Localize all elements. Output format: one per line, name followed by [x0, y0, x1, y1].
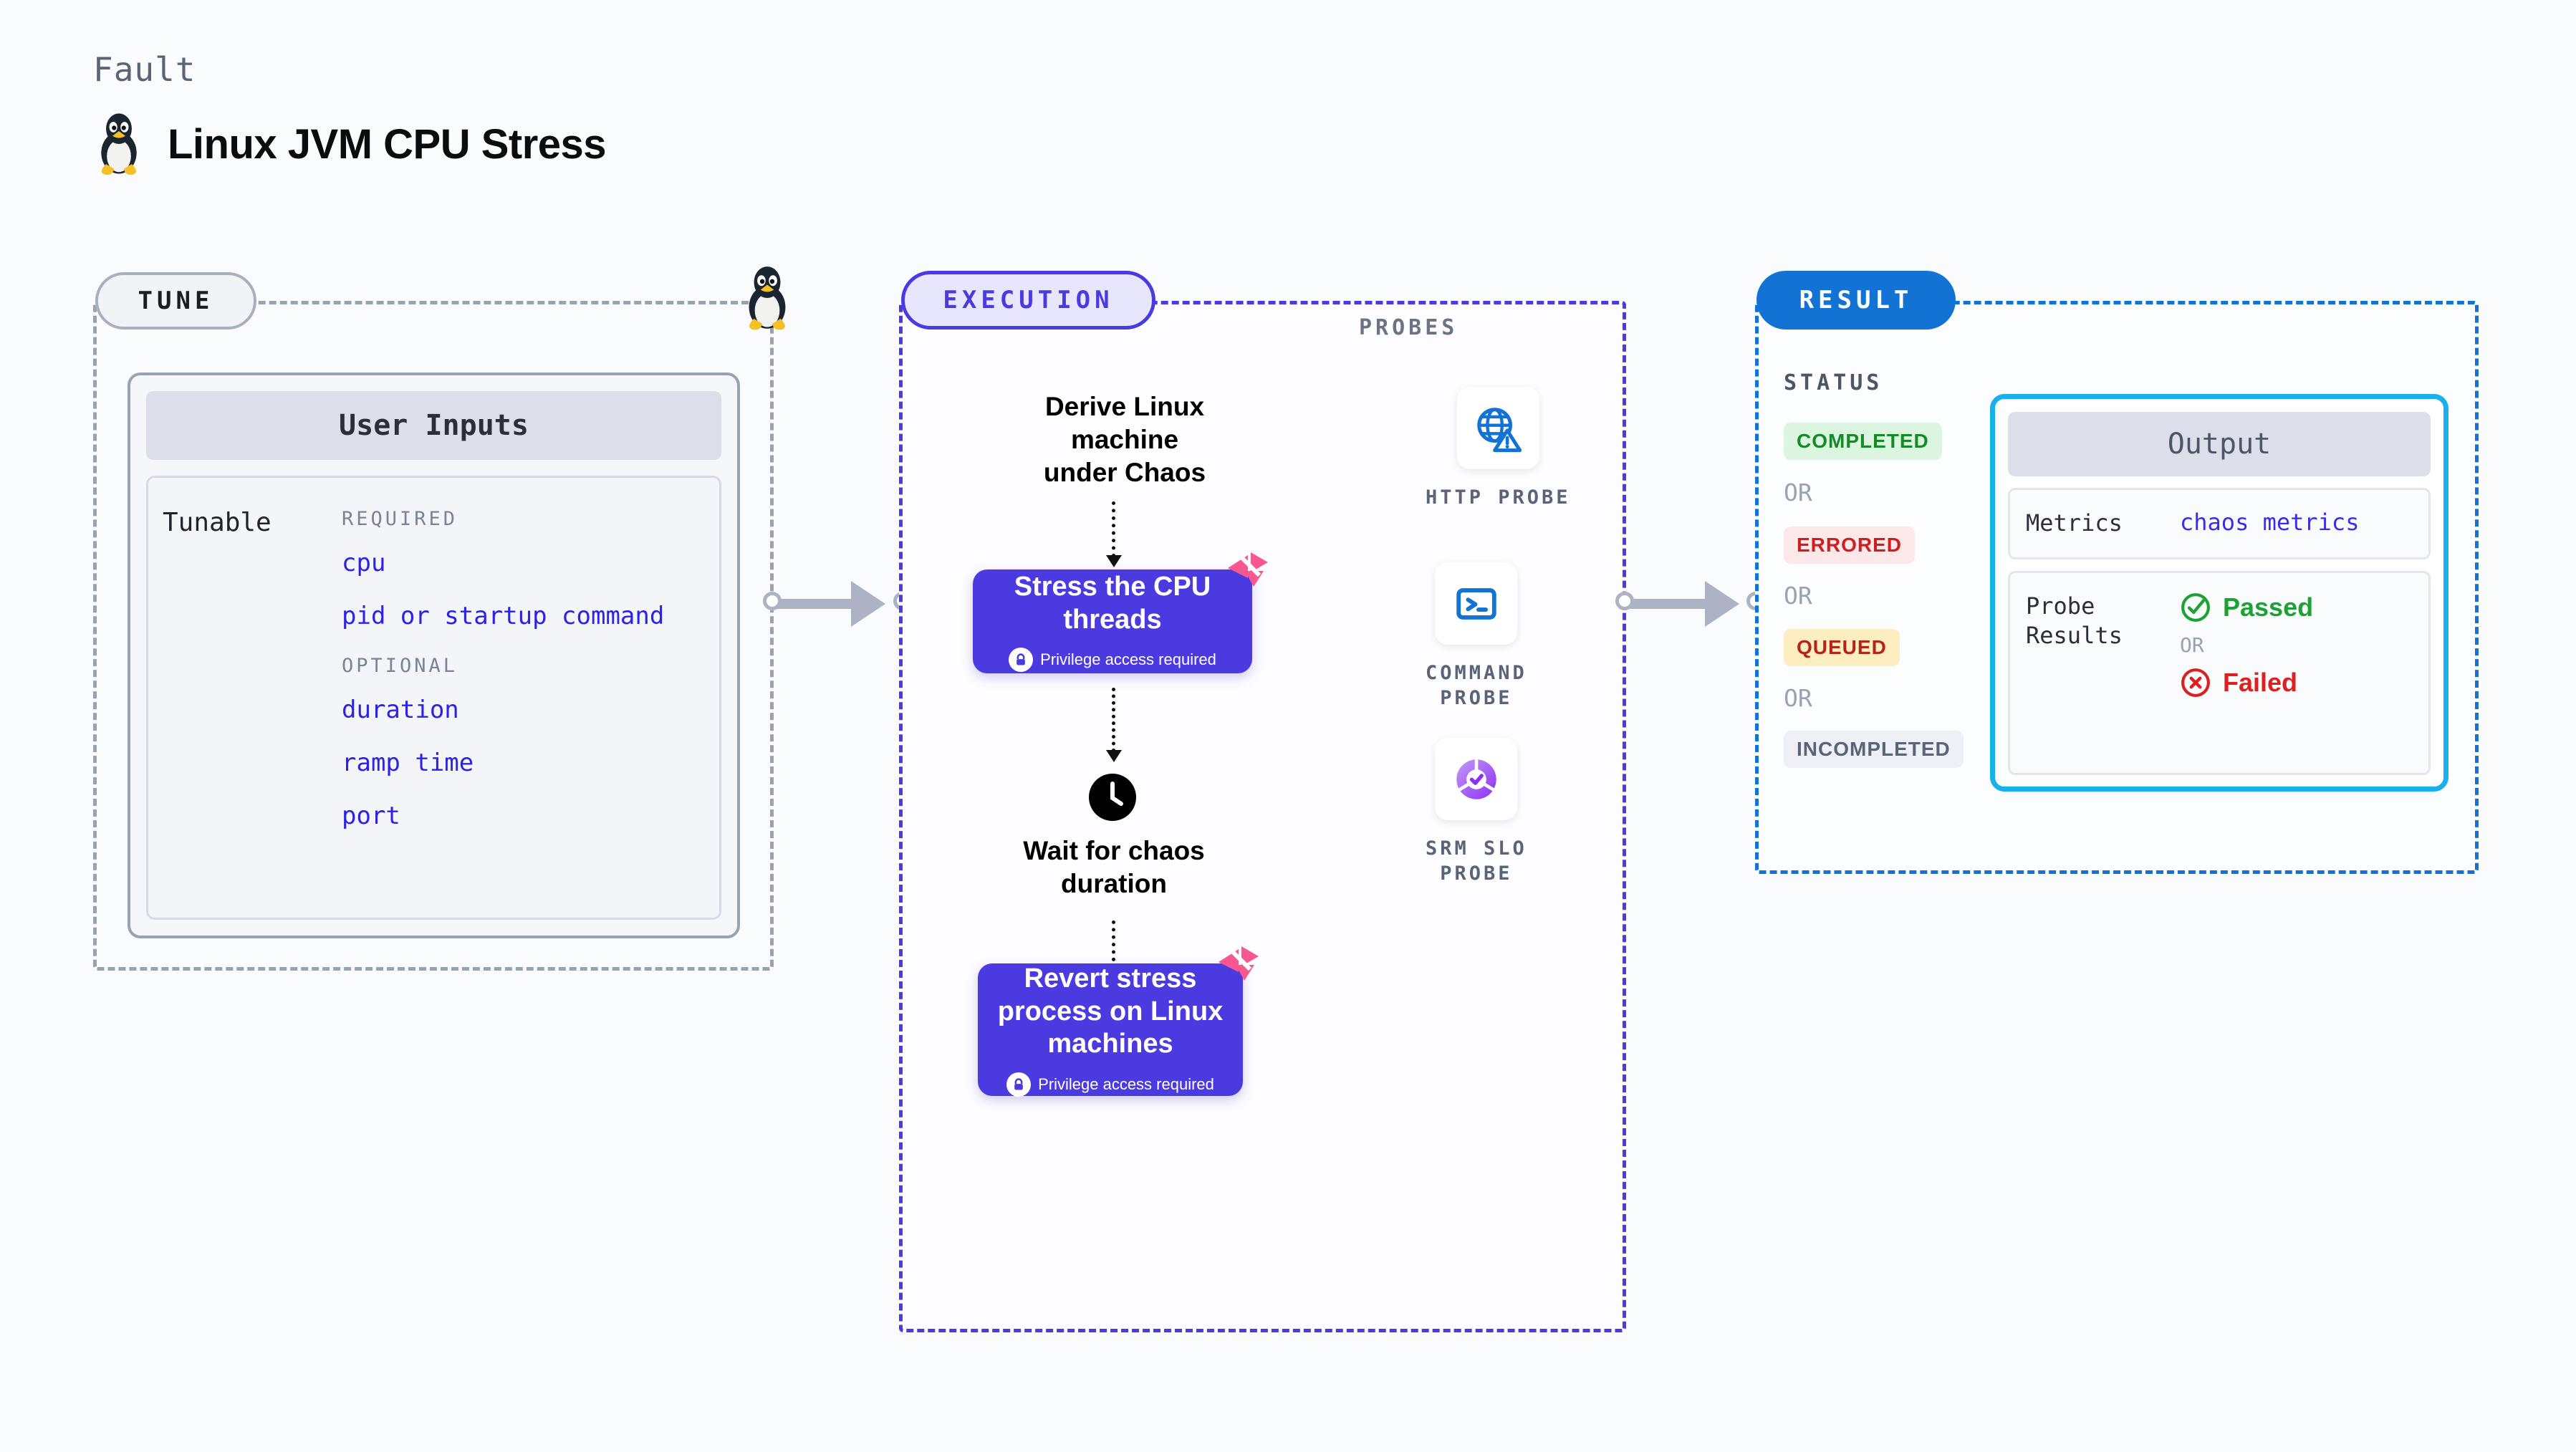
tunable-box: Tunable REQUIRED cpu pid or startup comm… — [146, 476, 721, 920]
tunable-item[interactable]: cpu — [342, 549, 386, 577]
user-inputs-title: User Inputs — [146, 391, 721, 460]
node-title: Stress the CPU threads — [1014, 571, 1211, 635]
metrics-value[interactable]: chaos metrics — [2180, 509, 2360, 536]
node-title: Revert stress process on Linux machines — [997, 963, 1224, 1059]
slo-donut-check-icon — [1456, 759, 1496, 799]
page-title: Linux JVM CPU Stress — [168, 120, 607, 168]
probe-results-key: Probe Results — [2026, 592, 2123, 650]
probe-card[interactable] — [1435, 562, 1518, 645]
litmus-logo-icon — [1228, 552, 1268, 587]
lock-icon — [1006, 1072, 1032, 1097]
flow-step-wait-label: Wait for chaos duration — [1023, 836, 1205, 898]
litmus-logo-icon — [1219, 946, 1259, 981]
output-row-probe-results: Probe Results Passed OR Failed — [2008, 570, 2431, 775]
result-pill-label: RESULT — [1756, 271, 1956, 330]
metrics-key: Metrics — [2026, 509, 2123, 537]
group-heading-required: REQUIRED — [342, 508, 458, 530]
x-circle-icon — [2181, 668, 2210, 697]
linux-penguin-icon — [749, 266, 786, 330]
execution-pill-label: EXECUTION — [901, 271, 1155, 330]
status-or: OR — [1784, 479, 1812, 506]
tunable-item[interactable]: pid or startup command — [342, 602, 665, 630]
flow-node-stress-cpu[interactable]: Stress the CPU threads Privilege access … — [973, 552, 1268, 673]
status-or: OR — [1784, 582, 1812, 610]
globe-warning-icon — [1477, 407, 1522, 452]
tunable-item[interactable]: port — [342, 802, 400, 830]
probe-srm-slo[interactable]: SRM SLO PROBE — [1426, 738, 1527, 886]
node-privilege-text: Privilege access required — [1038, 1074, 1214, 1093]
tunable-item[interactable]: duration — [342, 696, 459, 724]
node-privilege-note: Privilege access required — [1009, 648, 1216, 673]
probe-card[interactable] — [1456, 387, 1539, 469]
status-badge-errored: ERRORED — [1784, 527, 1916, 564]
probe-command[interactable]: COMMAND PROBE — [1426, 562, 1527, 711]
flow-node-revert-stress[interactable]: Revert stress process on Linux machines … — [978, 946, 1259, 1097]
clock-icon — [1089, 774, 1136, 821]
probe-result-passed: Passed — [2180, 592, 2313, 623]
node-privilege-note: Privilege access required — [1006, 1072, 1214, 1097]
group-heading-optional: OPTIONAL — [342, 655, 458, 677]
check-circle-icon — [2181, 592, 2210, 622]
probe-result-failed-text: Failed — [2223, 667, 2298, 697]
flow-step-derive-label: Derive Linux machine under Chaos — [1043, 392, 1206, 487]
probe-label: SRM SLO PROBE — [1426, 837, 1527, 885]
user-inputs-card: User Inputs Tunable REQUIRED cpu pid or … — [128, 372, 740, 938]
output-title: Output — [2008, 412, 2431, 476]
status-badge-incompleted: INCOMPLETED — [1784, 731, 1964, 768]
probe-result-or: OR — [2180, 633, 2204, 657]
probe-http[interactable]: HTTP PROBE — [1426, 387, 1571, 510]
status-or: OR — [1784, 684, 1812, 712]
node-privilege-text: Privilege access required — [1040, 650, 1216, 669]
terminal-icon — [1456, 587, 1496, 620]
output-card: Output Metrics chaos metrics Probe Resul… — [1990, 394, 2448, 792]
status-section-label: STATUS — [1784, 370, 1883, 395]
status-badge-completed: COMPLETED — [1784, 423, 1942, 460]
tune-pill-label: TUNE — [95, 272, 256, 330]
page-eyebrow: Fault — [93, 50, 196, 89]
probe-label: COMMAND PROBE — [1426, 662, 1527, 710]
lock-icon — [1009, 648, 1034, 673]
flow-arrow — [1106, 688, 1122, 762]
probes-section-label: PROBES — [1359, 315, 1458, 340]
flow-arrow — [1106, 501, 1122, 567]
tune-panel — [93, 301, 774, 971]
linux-penguin-icon — [101, 113, 137, 176]
probe-card[interactable] — [1435, 738, 1518, 820]
output-row-metrics: Metrics chaos metrics — [2008, 488, 2431, 559]
tunable-item[interactable]: ramp time — [342, 749, 474, 777]
tunable-list: REQUIRED cpu pid or startup command OPTI… — [342, 508, 664, 918]
probe-results-values: Passed OR Failed — [2180, 592, 2313, 754]
probe-result-failed: Failed — [2180, 667, 2313, 698]
tunable-label: Tunable — [163, 508, 271, 537]
probe-label: HTTP PROBE — [1426, 486, 1571, 509]
probe-result-passed-text: Passed — [2223, 592, 2314, 622]
page-title-row: Linux JVM CPU Stress — [93, 111, 607, 177]
status-badge-queued: QUEUED — [1784, 629, 1900, 666]
